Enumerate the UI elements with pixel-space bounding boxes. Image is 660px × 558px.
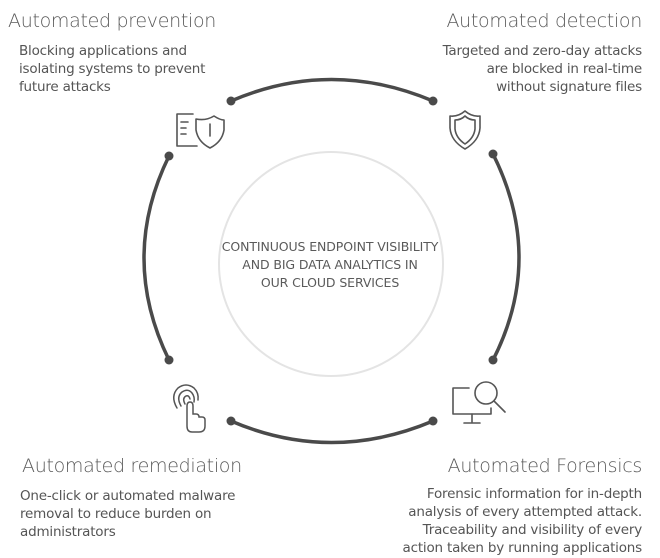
- detection-line: without signature files: [496, 79, 642, 95]
- detection-description: Targeted and zero-day attacks are blocke…: [442, 42, 643, 96]
- fingerprint-touch-icon: [173, 384, 206, 433]
- detection-line: Targeted and zero-day attacks: [442, 43, 643, 59]
- prevention-description: Blocking applications and isolating syst…: [19, 42, 205, 96]
- arc-endpoints: [164, 96, 498, 426]
- center-line: AND BIG DATA ANALYTICS IN: [242, 257, 418, 272]
- forensics-line: Traceability and visibility of every: [422, 522, 643, 538]
- arc-right: [491, 152, 521, 362]
- arc-top: [229, 77, 435, 103]
- forensics-title: Automated Forensics: [447, 455, 643, 477]
- prevention-line: future attacks: [19, 79, 111, 95]
- remediation-line: One-click or automated malware: [20, 488, 236, 504]
- center-line: OUR CLOUD SERVICES: [260, 275, 400, 290]
- center-line: CONTINUOUS ENDPOINT VISIBILITY: [221, 239, 439, 254]
- arc-left: [142, 154, 171, 362]
- forensics-line: analysis of every attempted attack.: [408, 504, 642, 520]
- shield-document-icon: [176, 113, 225, 149]
- arc-bottom: [229, 419, 435, 445]
- forensics-line: Forensic information for in-depth: [426, 486, 642, 502]
- prevention-line: isolating systems to prevent: [19, 61, 206, 77]
- monitor-search-icon: [452, 381, 506, 424]
- remediation-line: administrators: [20, 524, 116, 540]
- center-circle: [218, 151, 444, 377]
- forensics-description: Forensic information for in-depth analys…: [402, 485, 643, 557]
- remediation-description: One-click or automated malware removal t…: [20, 487, 235, 541]
- remediation-title: Automated remediation: [22, 455, 242, 477]
- prevention-line: Blocking applications and: [19, 43, 187, 59]
- remediation-line: removal to reduce burden on: [20, 506, 212, 522]
- detection-title: Automated detection: [446, 10, 642, 32]
- forensics-line: action taken by running applications: [402, 540, 643, 556]
- shield-icon: [449, 110, 481, 150]
- detection-line: are blocked in real-time: [486, 61, 643, 77]
- prevention-title: Automated prevention: [8, 10, 217, 32]
- center-label: CONTINUOUS ENDPOINT VISIBILITY AND BIG D…: [180, 238, 480, 292]
